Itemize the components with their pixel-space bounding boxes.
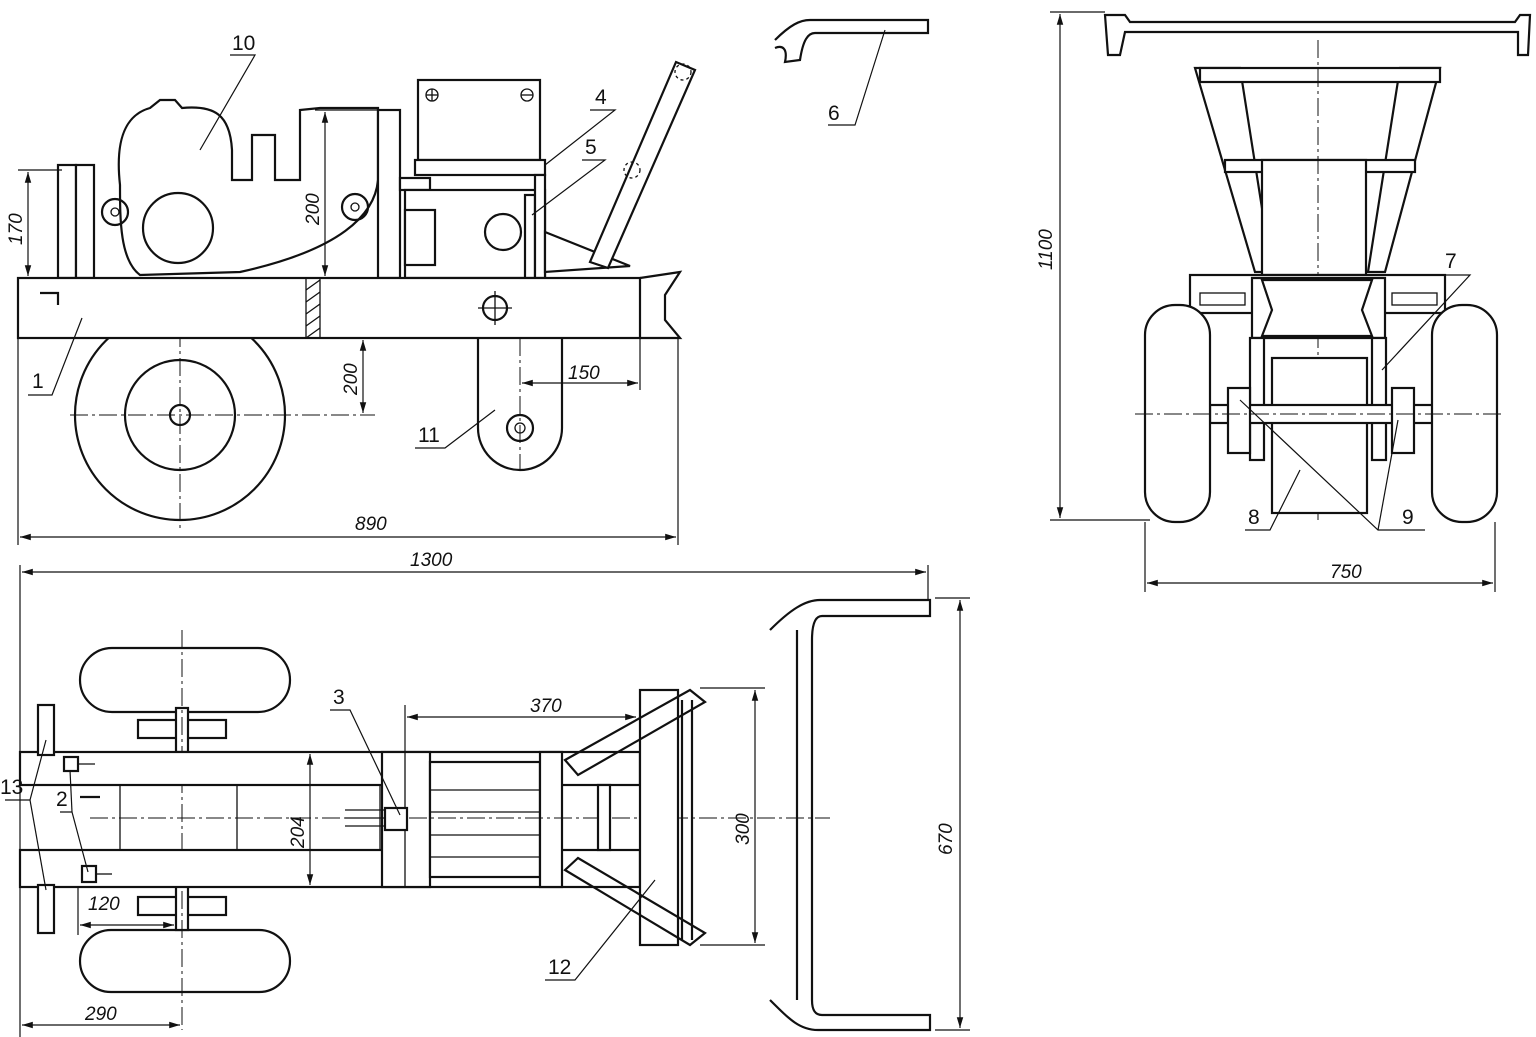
mount-plate-front (376, 108, 402, 280)
frame-plan (18, 750, 830, 889)
plan-callouts: 3 2 13 12 (0, 686, 656, 981)
front-dimensions: 1100 750 (1036, 11, 1496, 592)
engine (100, 98, 380, 277)
callout-12: 12 (548, 956, 571, 979)
callout-6: 6 (828, 102, 840, 125)
drive-pulley-front (1270, 356, 1369, 515)
plate-12 (638, 688, 680, 947)
dim-150: 150 (568, 363, 600, 384)
wheel-plan-top (78, 646, 292, 714)
plan-dimensions: 370 204 300 670 120 290 (21, 597, 970, 1031)
callout-5: 5 (585, 136, 597, 159)
mount-plate-rear-2 (74, 163, 96, 280)
bracket-13-bottom (36, 883, 56, 935)
callout-4: 4 (595, 86, 607, 109)
callout-10: 10 (232, 32, 255, 55)
wheel-plan-bottom (78, 928, 292, 994)
dim-300: 300 (733, 813, 754, 845)
handle-side (588, 60, 697, 270)
dim-204: 204 (288, 816, 309, 849)
side-callouts: 10 4 5 1 11 (28, 32, 617, 449)
dim-750: 750 (1330, 562, 1362, 583)
dim-170: 170 (6, 213, 27, 245)
gearbox (398, 78, 547, 280)
coupling-3 (345, 806, 409, 832)
dim-200-top: 200 (303, 193, 324, 226)
dim-890: 890 (355, 514, 387, 535)
hopper (1193, 40, 1442, 520)
plan-view: 1300 (0, 550, 970, 1037)
callout-9: 9 (1402, 506, 1414, 529)
tension-pulley (476, 338, 564, 472)
side-dimensions: 170 200 200 150 890 (6, 109, 679, 545)
bracket-13-top (36, 703, 56, 757)
dim-120: 120 (88, 894, 120, 915)
callout-3: 3 (333, 686, 345, 709)
handle-detail: 6 (774, 18, 930, 126)
callout-11: 11 (418, 424, 440, 447)
callout-7: 7 (1445, 250, 1457, 273)
callout-8: 8 (1248, 506, 1260, 529)
dim-200-axle: 200 (341, 363, 362, 396)
dim-670: 670 (936, 823, 957, 855)
dim-1300: 1300 (410, 550, 453, 571)
handle-plan (769, 598, 932, 1032)
frame-side (16, 270, 683, 340)
dim-290: 290 (84, 1004, 117, 1025)
dim-370: 370 (530, 696, 562, 717)
callout-1: 1 (32, 370, 44, 393)
dim-1100: 1100 (1036, 229, 1057, 270)
callout-2: 2 (56, 788, 68, 811)
callout-13: 13 (0, 776, 23, 799)
mount-plate-rear (56, 163, 78, 280)
side-view: 170 200 200 150 890 10 4 5 1 11 (6, 32, 697, 545)
front-view: 1100 750 7 8 9 (1036, 11, 1532, 592)
front-callouts: 7 8 9 (1239, 250, 1472, 531)
